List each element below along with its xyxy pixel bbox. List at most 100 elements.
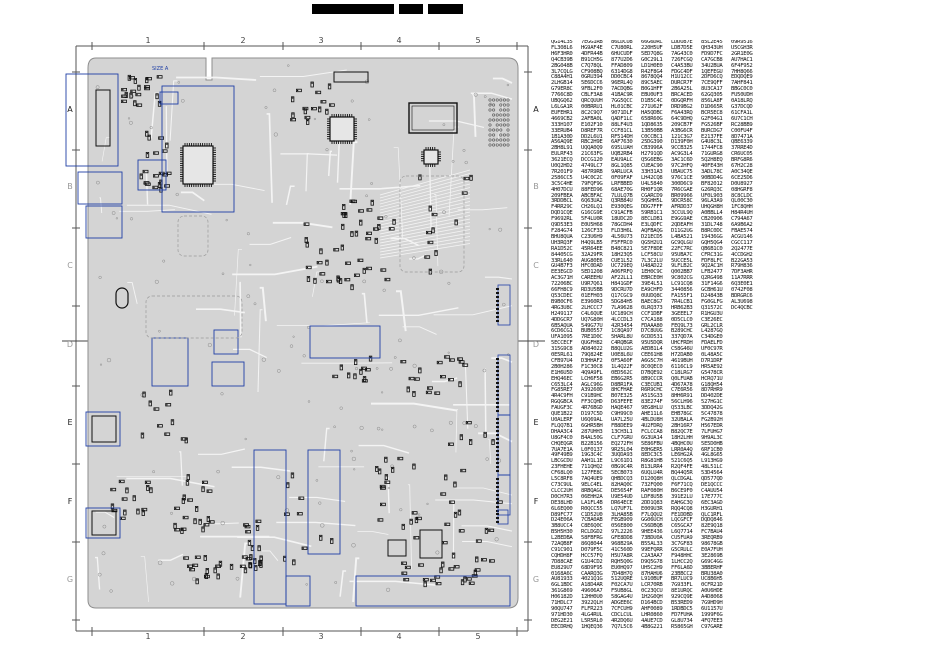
- smd-pad: [385, 475, 387, 477]
- bga-ball: [506, 118, 510, 122]
- smd-component: [189, 568, 196, 572]
- smd-pad: [449, 443, 451, 445]
- smd-pad: [204, 556, 206, 558]
- smd-component: [468, 439, 473, 445]
- bga-ball: [506, 143, 510, 147]
- smd-pad: [437, 361, 439, 364]
- smd-pad: [255, 566, 257, 568]
- smd-component: [412, 390, 416, 397]
- smd-component: [304, 237, 308, 243]
- trace: [361, 292, 368, 323]
- smd-component: [418, 563, 424, 567]
- via: [451, 160, 455, 163]
- smd-component: [316, 260, 323, 265]
- via: [244, 437, 247, 441]
- smd-component: [370, 199, 374, 206]
- bga-ball: [495, 143, 499, 147]
- smd-component: [358, 209, 364, 213]
- smd-component: [201, 526, 205, 533]
- bus-trace: [379, 215, 471, 235]
- bga-ball: [502, 138, 506, 142]
- bga-ball: [499, 103, 503, 107]
- smd-pad: [314, 278, 316, 281]
- via: [362, 279, 367, 284]
- bus-trace: [379, 211, 471, 232]
- via: [287, 64, 290, 67]
- smd-component: [384, 277, 391, 282]
- smd-pad: [340, 365, 342, 367]
- smd-component: [291, 112, 295, 119]
- smd-component: [439, 567, 443, 574]
- via: [115, 217, 118, 220]
- smd-pad: [187, 475, 189, 477]
- smd-pad: [320, 535, 322, 538]
- smd-component: [444, 355, 450, 359]
- trace: [396, 290, 407, 332]
- smd-component: [139, 173, 143, 180]
- smd-pad: [419, 564, 421, 566]
- smd-pad: [401, 361, 403, 363]
- smd-component: [459, 434, 464, 441]
- via: [447, 281, 451, 285]
- via: [350, 99, 354, 103]
- smd-pad: [183, 495, 185, 497]
- connector-pin: [496, 390, 499, 392]
- smd-component: [110, 503, 115, 510]
- via: [485, 457, 489, 461]
- smd-pad: [316, 91, 318, 94]
- via: [367, 118, 371, 121]
- smd-pad: [376, 467, 378, 469]
- bus-trace: [379, 176, 471, 202]
- smd-component: [187, 498, 194, 502]
- column-label-top: 3: [318, 36, 324, 45]
- smd-pad: [251, 546, 254, 548]
- via: [313, 117, 316, 121]
- smd-pad: [297, 513, 300, 515]
- smd-component: [346, 372, 351, 379]
- smd-component: [357, 258, 364, 263]
- smd-component: [313, 277, 317, 284]
- smd-component: [319, 534, 323, 541]
- smd-component: [239, 564, 246, 568]
- smd-pad: [186, 480, 189, 482]
- bga-ball: [492, 128, 496, 132]
- smd-pad: [350, 200, 352, 202]
- column-label-bottom: 5: [475, 632, 481, 641]
- smd-component: [292, 559, 296, 566]
- via: [386, 587, 391, 592]
- smd-pad: [254, 559, 256, 561]
- smd-pad: [378, 519, 380, 521]
- via: [220, 392, 224, 396]
- smd-component: [353, 359, 358, 366]
- smd-pad: [122, 89, 124, 91]
- smd-pad: [429, 269, 431, 271]
- smd-component: [462, 363, 469, 367]
- smd-pad: [302, 547, 304, 549]
- connector-pin: [496, 434, 499, 436]
- integrated-circuits: [91, 71, 510, 559]
- smd-component: [457, 509, 462, 516]
- smd-pad: [143, 170, 145, 173]
- smd-component: [165, 403, 172, 407]
- smd-component: [213, 567, 217, 574]
- smd-component: [298, 496, 305, 500]
- connector-pin: [496, 458, 499, 460]
- smd-component: [463, 576, 467, 583]
- smd-pad: [346, 262, 348, 264]
- smd-component: [255, 525, 260, 531]
- smd-pad: [427, 231, 429, 234]
- smd-pad: [485, 528, 488, 531]
- smd-pad: [385, 481, 387, 483]
- smd-pad: [159, 137, 161, 139]
- via: [162, 259, 166, 263]
- bus-trace: [379, 236, 471, 253]
- smd-component: [457, 357, 463, 361]
- row-label-right: B: [533, 182, 539, 191]
- ic-u6: [387, 539, 407, 557]
- smd-pad: [145, 87, 147, 90]
- trace: [169, 80, 178, 141]
- via: [488, 228, 491, 231]
- bga-ball: [499, 113, 503, 117]
- smd-pad: [153, 186, 155, 189]
- smd-pad: [435, 251, 437, 253]
